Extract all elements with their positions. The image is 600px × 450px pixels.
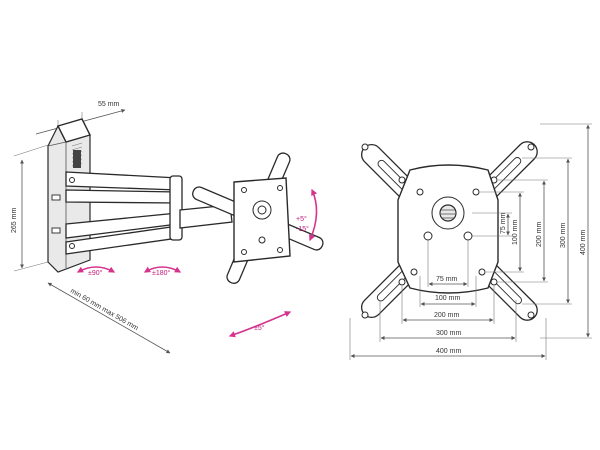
- extension-label: min 60 mm max 506 mm: [69, 288, 139, 333]
- vesa-h-75-label: 75 mm: [436, 276, 458, 283]
- depth-label: 55 mm: [98, 101, 120, 108]
- tv-bracket-side: [192, 152, 324, 284]
- arm-assembly: [65, 171, 233, 255]
- tilt-indicator: +5° -15°: [296, 188, 318, 242]
- vesa-v-100-label: 100 mm: [512, 220, 519, 245]
- center-plate: [397, 164, 499, 294]
- height-dimension: 265 mm: [11, 144, 49, 272]
- vesa-v-400-label: 400 mm: [580, 230, 587, 255]
- swivel-arm-label: ±180°: [152, 269, 171, 277]
- front-view: 75 mm 100 mm 200 mm 300 mm 400 mm: [349, 123, 592, 360]
- rotation-label: ±5°: [254, 324, 265, 332]
- vesa-v-75-label: 75 mm: [500, 212, 507, 234]
- tilt-up-label: +5°: [296, 215, 307, 223]
- extension-dimension: min 60 mm max 506 mm: [47, 282, 171, 354]
- vesa-h-300-label: 300 mm: [436, 330, 461, 337]
- rotation-indicator: ±5°: [228, 311, 292, 338]
- vesa-h-200-label: 200 mm: [434, 312, 459, 319]
- vesa-h-400-label: 400 mm: [436, 348, 461, 355]
- vent-slots: [71, 142, 83, 168]
- vesa-v-200-label: 200 mm: [536, 222, 543, 247]
- height-label: 265 mm: [11, 208, 18, 233]
- vertical-dimensions: 75 mm 100 mm 200 mm 300 mm 400 mm: [472, 123, 592, 339]
- tilt-down-label: -15°: [296, 225, 309, 233]
- swivel-wall-indicator: ±90°: [76, 266, 116, 277]
- vesa-h-100-label: 100 mm: [435, 295, 460, 302]
- swivel-arm-indicator: ±180°: [143, 266, 182, 277]
- side-view: 55 mm 265 mm: [11, 101, 324, 354]
- horizontal-dimensions: 75 mm 100 mm 200 mm 300 mm 400 mm: [349, 240, 547, 360]
- vesa-v-300-label: 300 mm: [560, 223, 567, 248]
- swivel-wall-label: ±90°: [88, 269, 103, 277]
